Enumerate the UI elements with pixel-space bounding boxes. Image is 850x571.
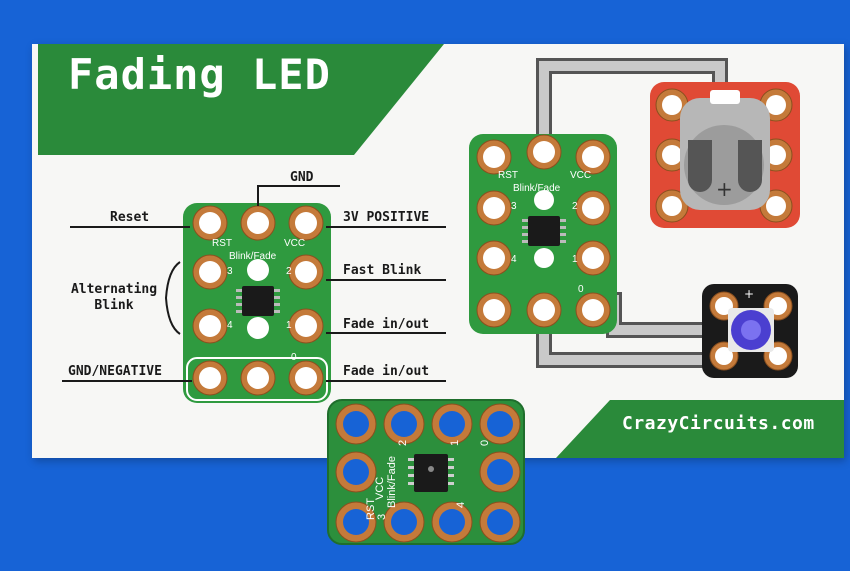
svg-text:3: 3 xyxy=(376,514,388,520)
svg-text:VCC: VCC xyxy=(374,477,386,500)
svg-text:1: 1 xyxy=(572,254,578,265)
svg-text:Blink/Fade: Blink/Fade xyxy=(513,183,561,194)
label-gnd-negative: GND/NEGATIVE xyxy=(68,364,162,379)
svg-text:RST: RST xyxy=(498,170,518,181)
board-pin3-label: 3 xyxy=(227,266,233,277)
board-name-label: Blink/Fade xyxy=(229,251,277,262)
svg-text:4: 4 xyxy=(511,254,517,265)
coin-battery-holder-icon: + xyxy=(650,82,800,228)
board-pin0-label: 0 xyxy=(291,352,297,363)
svg-text:0: 0 xyxy=(479,440,491,446)
svg-text:+: + xyxy=(716,177,733,201)
svg-text:VCC: VCC xyxy=(570,170,591,181)
diagram-leader-lines xyxy=(62,185,446,382)
led-module-icon: + xyxy=(702,284,798,378)
svg-text:2: 2 xyxy=(572,201,578,212)
circuit-board: RST VCC Blink/Fade 3 2 4 1 0 xyxy=(469,134,617,334)
label-fast-blink: Fast Blink xyxy=(343,263,422,278)
svg-text:4: 4 xyxy=(455,502,467,508)
label-gnd-top: GND xyxy=(290,170,314,185)
svg-text:2: 2 xyxy=(397,440,409,446)
svg-text:1: 1 xyxy=(449,440,461,446)
chip-icon xyxy=(242,286,274,316)
label-fade-pin0: Fade in/out xyxy=(343,364,430,379)
url-banner xyxy=(556,400,844,458)
label-3v-positive: 3V POSITIVE xyxy=(343,210,430,225)
label-fade-pin1: Fade in/out xyxy=(343,317,430,332)
svg-text:RST: RST xyxy=(365,498,377,520)
board-vcc-label: VCC xyxy=(284,238,306,249)
title-banner xyxy=(38,44,444,155)
board-pin1-label: 1 xyxy=(286,320,292,331)
physical-chip-board: VCC Blink/Fade RST 3 2 1 0 4 xyxy=(327,399,525,545)
label-reset: Reset xyxy=(110,210,150,225)
svg-text:3: 3 xyxy=(511,201,517,212)
label-alternating-blink: Alternating Blink xyxy=(70,282,158,313)
svg-text:+: + xyxy=(744,287,754,301)
diagram-board xyxy=(183,203,331,403)
board-pin2-label: 2 xyxy=(286,266,292,277)
svg-text:0: 0 xyxy=(578,284,584,295)
board-rst-label: RST xyxy=(212,238,232,249)
card-title: Fading LED xyxy=(68,50,331,99)
svg-text:Blink/Fade: Blink/Fade xyxy=(386,456,398,508)
website-url: CrazyCircuits.com xyxy=(622,413,815,434)
board-pin4-label: 4 xyxy=(227,320,233,331)
